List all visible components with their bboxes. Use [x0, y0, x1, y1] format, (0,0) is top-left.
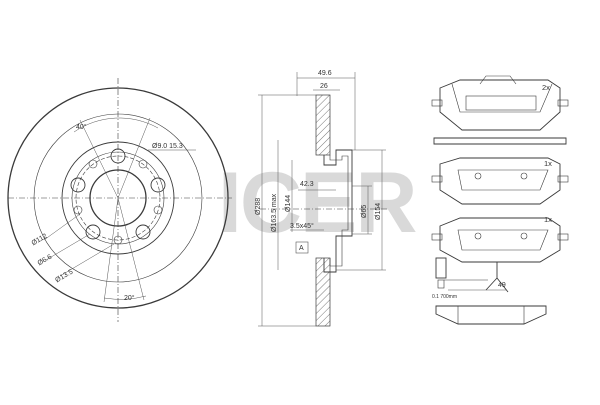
- effective-diameter-label: Ø163.5 max: [271, 193, 278, 232]
- disc-section-view: 49.6 26 A Ø288 Ø163.5 max Ø144 42.3 3.5x…: [255, 70, 388, 327]
- hub-diameter-label: Ø154: [375, 203, 382, 220]
- pad-set-3-qty: 1x: [544, 215, 552, 224]
- wear-sensor: 49 0.1 700mm: [432, 257, 509, 300]
- bolt-hole-label: Ø13.5: [54, 269, 74, 285]
- sensor-code-label: 0.1 700mm: [432, 294, 457, 300]
- friction-ring-lower: [315, 257, 331, 327]
- center-bore-label: Ø65: [361, 205, 368, 218]
- section-marker: A: [299, 245, 304, 252]
- friction-ring-upper: [315, 94, 331, 156]
- brand-watermark: ICER: [218, 155, 416, 251]
- pad-set-2: 1x: [431, 157, 569, 205]
- disc-outer-edge: [7, 87, 229, 309]
- hat-height-label: 42.3: [300, 181, 314, 188]
- pcd-label: Ø112: [31, 233, 49, 247]
- pad-set-1: 2x: [431, 75, 569, 145]
- small-hole-label: Ø6.6: [37, 253, 54, 267]
- disc-thickness-label: 26: [320, 83, 328, 90]
- pad-set-1-qty: 2x: [542, 83, 550, 92]
- bolt-holes: [70, 148, 166, 245]
- center-bore: [89, 169, 147, 227]
- hub-bore-label: Ø144: [285, 195, 292, 212]
- pad-set-3: 1x: [431, 215, 569, 263]
- brake-pads: 2x 1x 1x 49: [431, 75, 569, 325]
- angle-bottom-label: 20°: [124, 294, 135, 302]
- angle-top-label: 40°: [76, 123, 87, 131]
- pad-backing-plate: [435, 305, 547, 325]
- hat-profile: [323, 149, 353, 273]
- section-marker-box: [295, 241, 309, 254]
- disc-hub: [61, 141, 175, 255]
- sensor-length-label: 49: [498, 282, 506, 289]
- hole-spec-label: Ø9.0 15.3: [152, 143, 183, 150]
- diameter-label: Ø288: [255, 198, 262, 215]
- disc-front-view: 40° Ø9.0 15.3 Ø112 Ø6.6 Ø13.5 20°: [7, 78, 232, 322]
- overall-thickness-label: 49.6: [318, 70, 332, 77]
- chamfer-label: 3.5x45°: [290, 222, 314, 230]
- pad-set-2-qty: 1x: [544, 159, 552, 168]
